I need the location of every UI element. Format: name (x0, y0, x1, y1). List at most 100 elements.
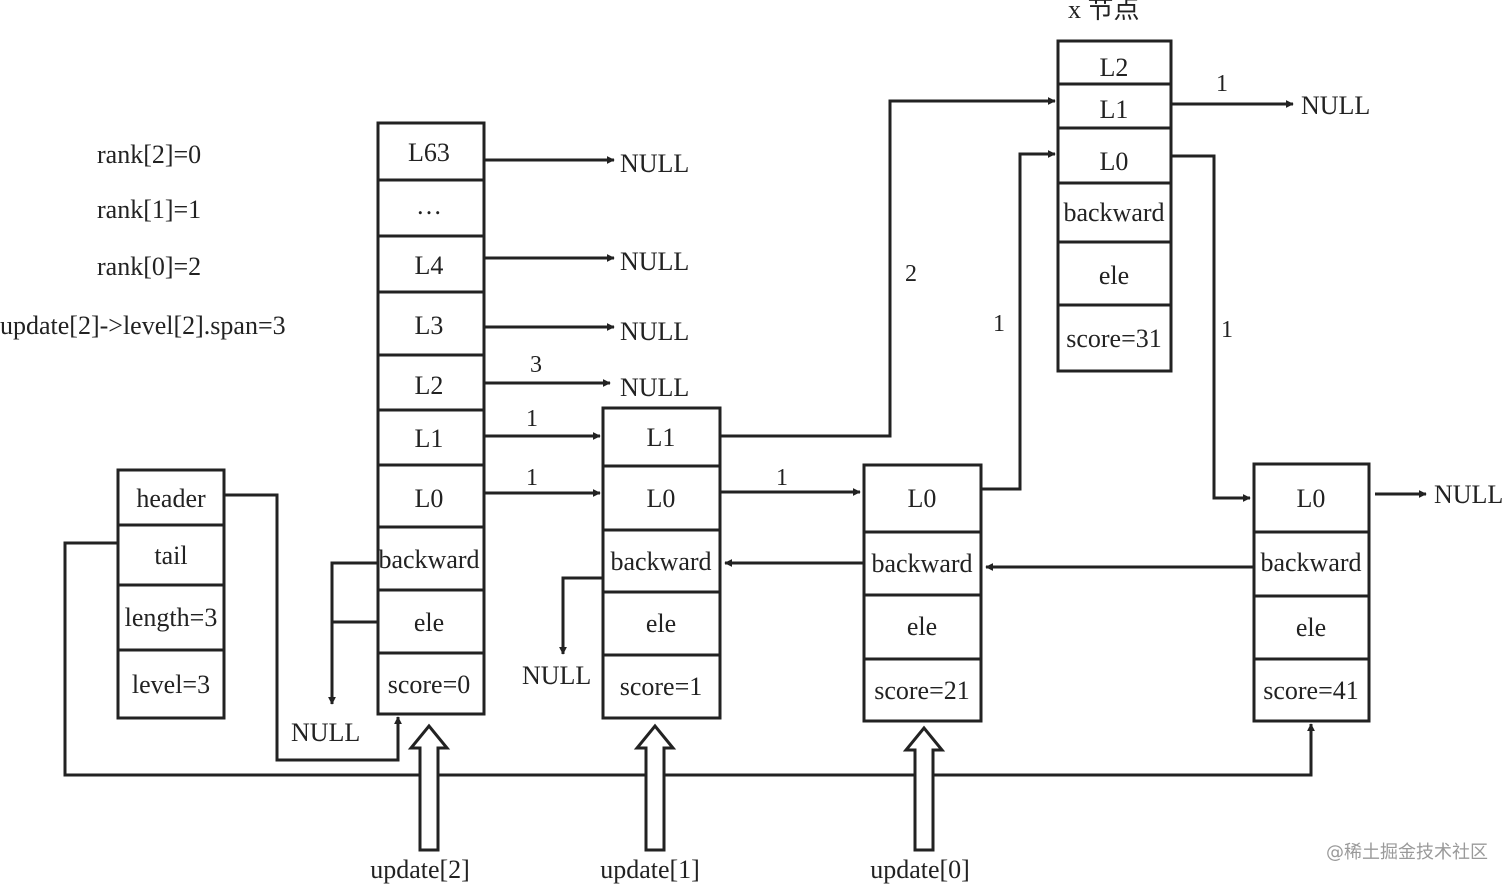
span-node21-l0: 1 (993, 311, 1005, 337)
head-forward-pointers: NULL NULL NULL NULL 3 1 1 (484, 149, 689, 497)
node1-l0-cell (601, 464, 722, 532)
x-score-cell (1056, 303, 1173, 373)
node21-l0-cell (862, 463, 983, 534)
node21-ele-label: ele (907, 612, 937, 641)
x-score-label: score=31 (1066, 324, 1162, 353)
span-node1-l0: 1 (776, 465, 788, 491)
span-x-l0: 1 (1221, 317, 1233, 343)
head-ellipsis-cell (376, 178, 486, 238)
head-backward-cell (376, 525, 486, 592)
node41-l0-cell (1252, 462, 1371, 534)
null-label-x-l1: NULL (1301, 91, 1370, 120)
x-l0-label: L0 (1100, 147, 1129, 176)
x-l1-label: L1 (1100, 95, 1129, 124)
update-1-label: update[1] (600, 855, 700, 884)
node1-backward-label: backward (610, 547, 711, 576)
null-label-node41: NULL (1434, 480, 1503, 509)
update-0-label: update[0] (870, 855, 970, 884)
node1-ele-label: ele (646, 609, 676, 638)
x-backward-cell (1056, 181, 1173, 244)
node-score-21: L0 backward ele score=21 (862, 463, 983, 723)
node41-backward-cell (1252, 530, 1371, 598)
x-forward-pointers: NULL 1 1 (1171, 71, 1370, 502)
node1-backward-arrow (559, 576, 603, 655)
head-l2-label: L2 (415, 371, 444, 400)
null-label-l3: NULL (620, 317, 689, 346)
head-node: L63 … L4 L3 L2 L1 L0 backward ele score=… (376, 121, 486, 716)
update-2-arrow (407, 723, 451, 852)
x-node-score-31: L2 L1 L0 backward ele score=31 (1056, 39, 1173, 373)
span-head-l1: 1 (526, 406, 538, 432)
rank-labels: rank[2]=0 rank[1]=1 rank[0]=2 update[2]-… (0, 140, 286, 340)
node21-score-label: score=21 (874, 676, 970, 705)
head-l1-cell (376, 408, 486, 467)
zsl-tail-label: tail (154, 541, 187, 570)
node41-forward-pointers: NULL (1375, 480, 1503, 509)
span-head-l0: 1 (526, 465, 538, 491)
head-l4-label: L4 (415, 251, 444, 280)
update-0-arrow (902, 725, 946, 852)
node41-backward-label: backward (1260, 548, 1361, 577)
watermark: @稀土掘金技术社区 (1326, 842, 1488, 863)
zsl-header-arrow (224, 493, 402, 762)
update-1-arrow (633, 723, 677, 852)
null-label-l2: NULL (620, 373, 689, 402)
update-arrows: update[2] update[1] update[0] (370, 723, 970, 884)
node41-l0-label: L0 (1297, 484, 1326, 513)
update-2-label: update[2] (370, 855, 470, 884)
head-l1-label: L1 (415, 424, 444, 453)
zsl-level-label: level=3 (132, 670, 210, 699)
head-backward-arrow (328, 561, 378, 705)
update-span-label: update[2]->level[2].span=3 (0, 311, 286, 340)
head-ele-label: ele (414, 608, 444, 637)
node1-score-cell (601, 653, 722, 720)
node21-score-cell (862, 657, 983, 723)
node21-forward-pointers: 1 (981, 150, 1056, 491)
span-x-l1: 1 (1216, 71, 1228, 97)
null-label-l4: NULL (620, 247, 689, 276)
node1-l0-label: L0 (647, 484, 676, 513)
node1-l1-label: L1 (647, 423, 676, 452)
node-score-41: L0 backward ele score=41 (1252, 462, 1371, 723)
x-l2-cell (1056, 39, 1173, 86)
node21-backward-label: backward (871, 549, 972, 578)
head-l3-label: L3 (415, 311, 444, 340)
x-node-title: x 节点 (1068, 0, 1140, 24)
span-node1-l1: 2 (905, 261, 917, 287)
node-score-1: L1 L0 backward ele score=1 (601, 406, 722, 720)
node1-score-label: score=1 (620, 672, 703, 701)
rank-1-label: rank[1]=1 (97, 195, 201, 224)
head-score-cell (376, 651, 486, 716)
head-l0-label: L0 (415, 484, 444, 513)
node21-ele-cell (862, 593, 983, 661)
head-l3-cell (376, 290, 486, 357)
x-backward-label: backward (1063, 198, 1164, 227)
span-head-l2: 3 (530, 352, 542, 378)
rank-2-label: rank[2]=0 (97, 140, 201, 169)
x-l0-arrow (1171, 154, 1251, 502)
zsl-length-label: length=3 (125, 603, 218, 632)
head-ellipsis-label: … (416, 191, 442, 220)
zsl-header-label: header (136, 484, 206, 513)
node1-l1-arrow (720, 97, 1056, 438)
head-l63-label: L63 (408, 138, 450, 167)
rank-0-label: rank[0]=2 (97, 252, 201, 281)
node41-score-cell (1252, 657, 1371, 723)
head-backward-label: backward (378, 545, 479, 574)
node41-ele-label: ele (1296, 613, 1326, 642)
node1-forward-pointers: 2 1 (720, 97, 1056, 496)
zsl-pointers (63, 493, 1315, 777)
backward-pointers: NULL NULL (291, 559, 1254, 747)
node21-l0-label: L0 (908, 484, 937, 513)
node1-ele-cell (601, 590, 722, 657)
head-l0-cell (376, 463, 486, 529)
node1-backward-cell (601, 528, 722, 594)
null-label-head-backward: NULL (291, 718, 360, 747)
x-l2-label: L2 (1100, 53, 1129, 82)
node21-l0-arrow (981, 150, 1056, 491)
x-ele-label: ele (1099, 261, 1129, 290)
zskiplist-struct: header tail length=3 level=3 (116, 468, 226, 720)
node41-score-label: score=41 (1263, 676, 1359, 705)
head-score-label: score=0 (388, 670, 471, 699)
